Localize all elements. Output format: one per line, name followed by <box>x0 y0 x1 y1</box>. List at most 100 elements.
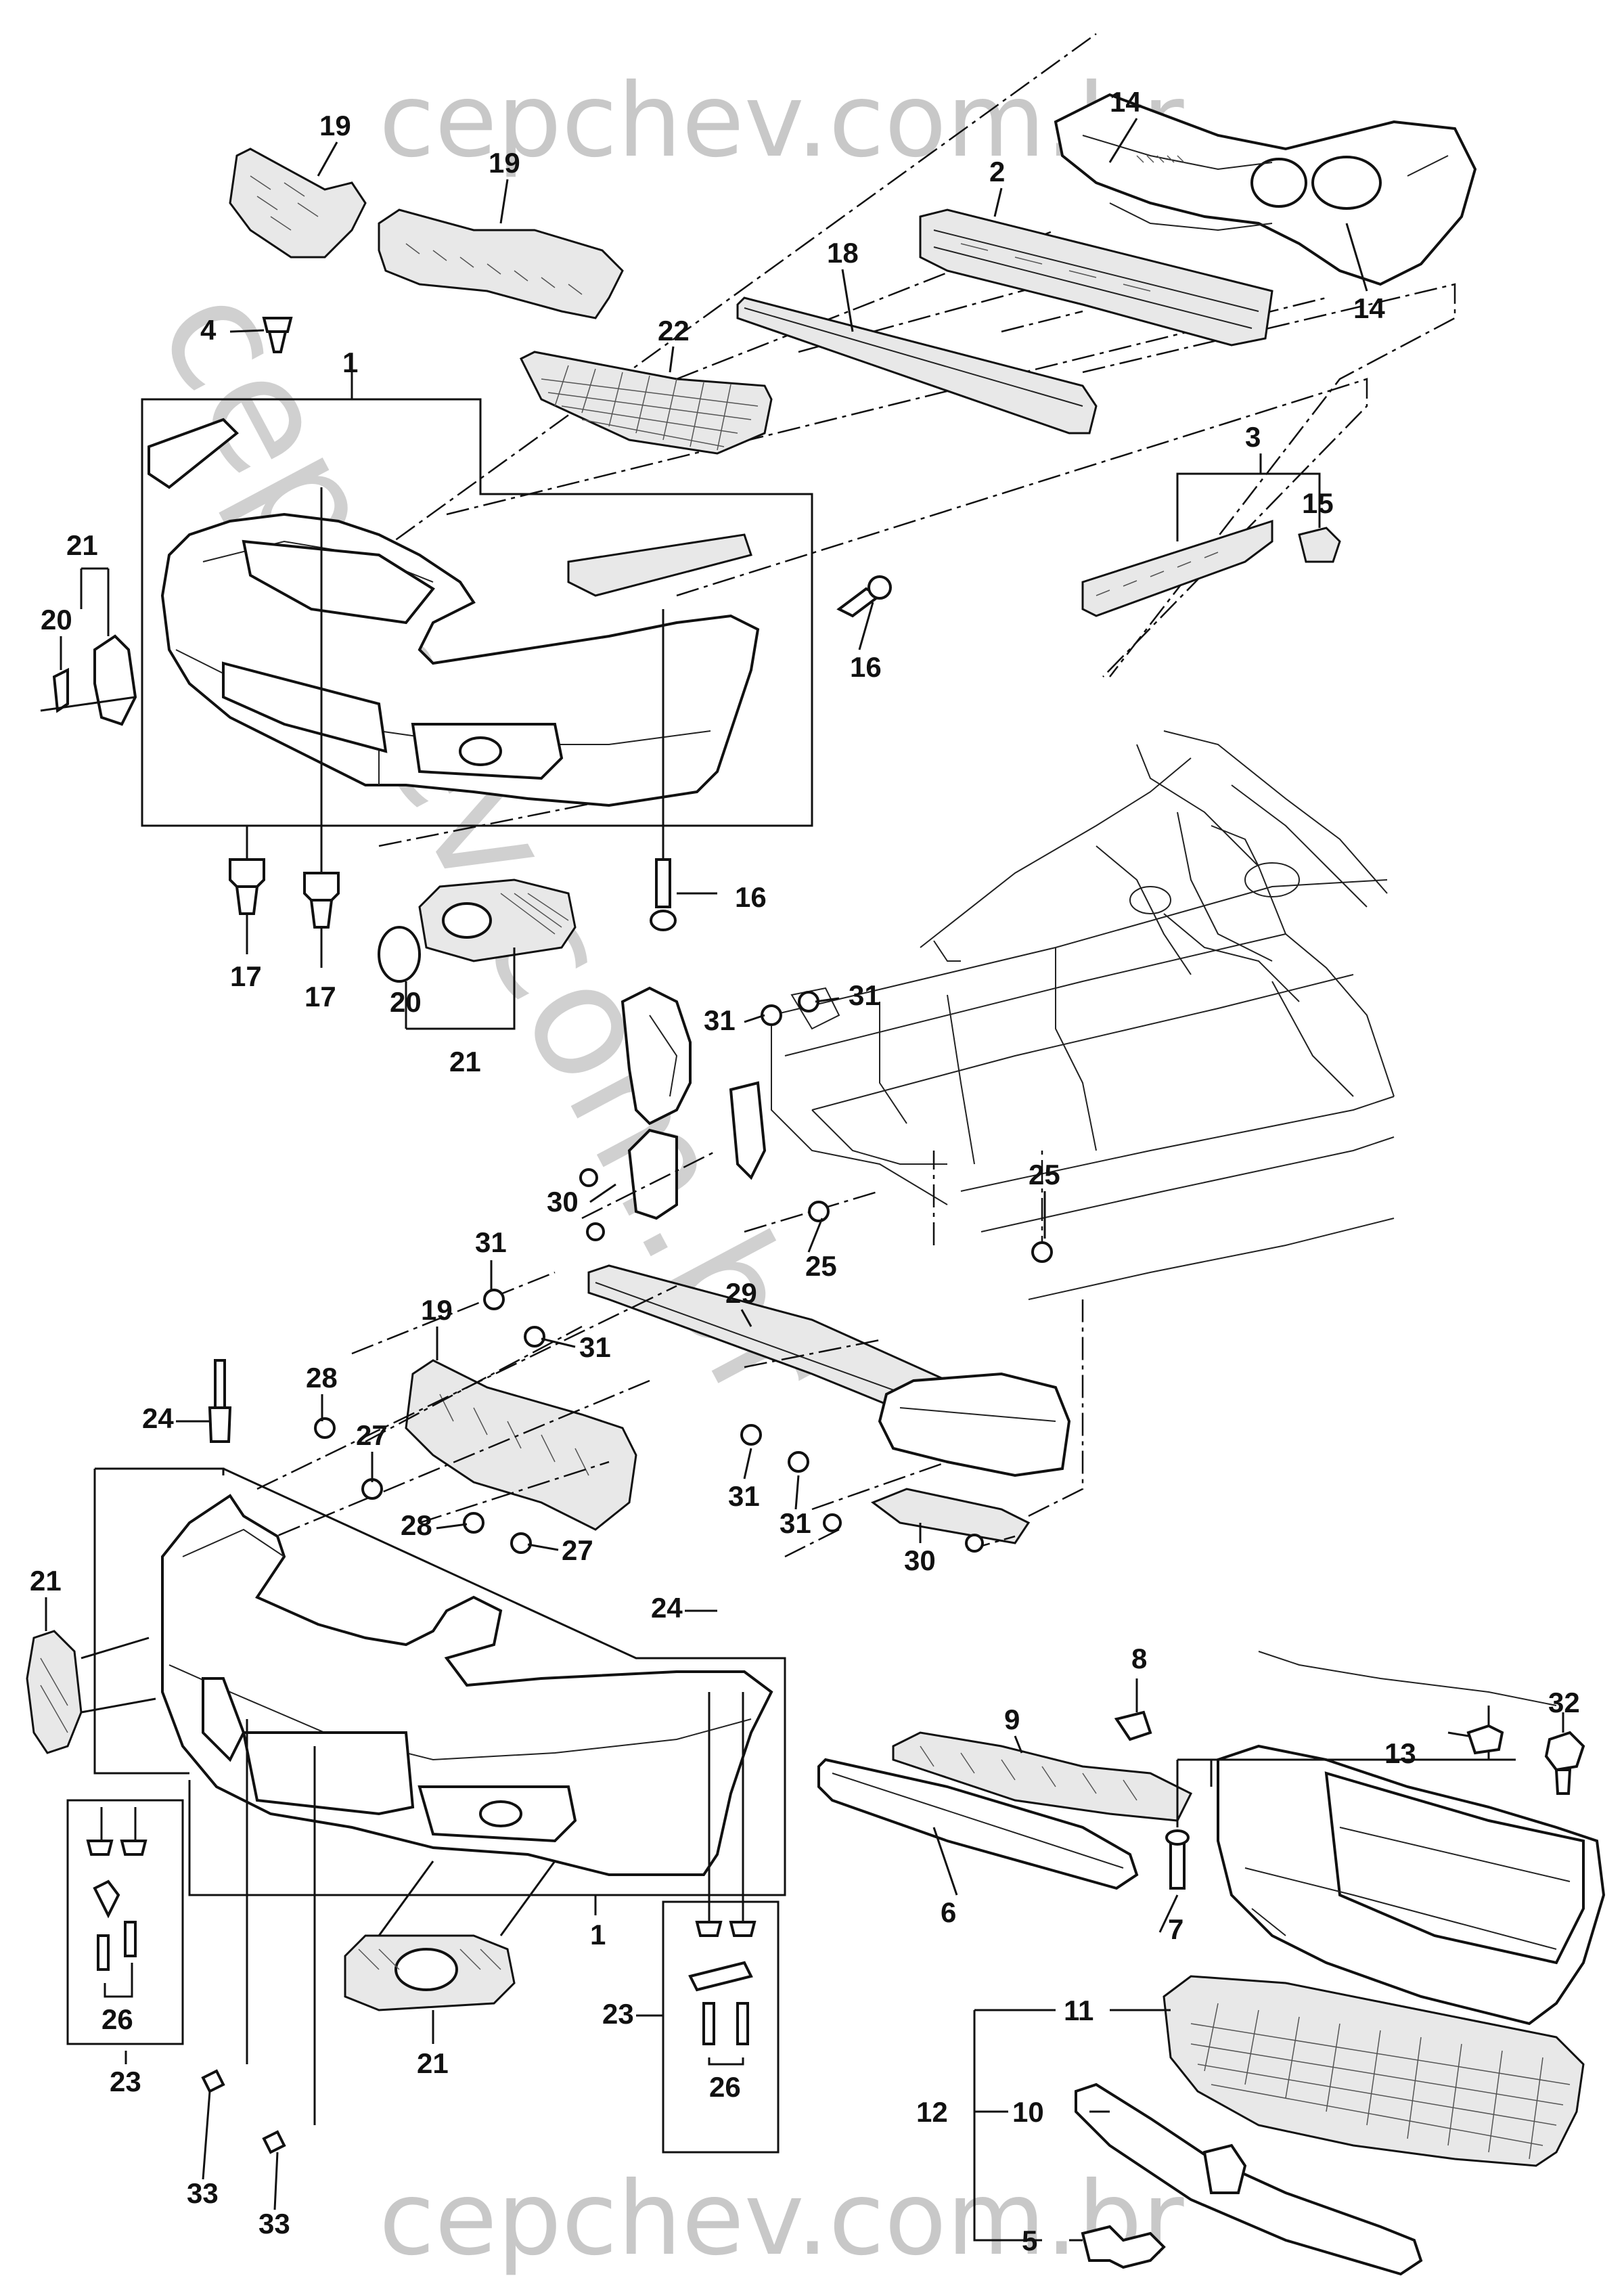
bracket-clip-15 <box>1298 527 1341 563</box>
front-bumper-fascia-upper <box>148 418 760 807</box>
callout-19-top-left: 19 <box>319 110 351 141</box>
callout-21-bottom: 21 <box>417 2047 449 2079</box>
callout-21-fog: 21 <box>449 1046 481 1077</box>
callout-2: 2 <box>989 156 1005 187</box>
leader-lines-mid <box>243 1149 1084 1558</box>
headlamp-right-assembly <box>870 1372 1071 1544</box>
callout-32: 32 <box>1548 1687 1580 1718</box>
callout-23-right: 23 <box>602 1998 634 2030</box>
callout-25-upper: 25 <box>1029 1159 1060 1190</box>
emblem-5 <box>1081 2225 1166 2269</box>
callout-1-bottom: 1 <box>590 1919 606 1951</box>
callout-28-lower: 28 <box>401 1509 432 1541</box>
side-bracket-21-bottom <box>26 1630 156 1754</box>
bolts-middle <box>314 991 1053 1554</box>
push-retainer-17a <box>229 826 265 954</box>
callout-16-upper: 16 <box>850 651 882 683</box>
push-pin-4 <box>262 317 293 353</box>
callout-33-right: 33 <box>258 2208 290 2240</box>
callout-7: 7 <box>1168 1913 1183 1945</box>
callout-8: 8 <box>1131 1643 1147 1674</box>
energy-absorber-strip <box>736 296 1098 435</box>
callout-10: 10 <box>1012 2096 1044 2128</box>
callout-4: 4 <box>200 314 217 346</box>
callout-20-fog: 20 <box>390 986 422 1018</box>
callout-24-right: 24 <box>651 1592 683 1624</box>
callout-14-upper: 14 <box>1110 86 1142 118</box>
bolt-16-lower <box>650 609 717 931</box>
lower-grille <box>519 351 773 455</box>
callout-19-top-right: 19 <box>489 147 520 179</box>
callout-12: 12 <box>916 2096 948 2128</box>
radiator-grille-11 <box>1163 1975 1585 2167</box>
callout-6: 6 <box>941 1896 956 1928</box>
upper-grille-9 <box>892 1731 1193 1822</box>
callout-18: 18 <box>827 237 859 269</box>
bumper-bracket-center <box>405 1359 637 1531</box>
callout-30-right: 30 <box>904 1544 936 1576</box>
watermark-bottom: cepchev.com.br <box>379 2160 1184 2278</box>
callout-21-bottom-left: 21 <box>30 1565 62 1597</box>
headlamp-lower-bracket <box>1081 519 1273 617</box>
callout-19-mid: 19 <box>421 1294 453 1326</box>
callout-1-top: 1 <box>342 347 358 378</box>
headlamp-left-assembly <box>621 986 767 1220</box>
grille-molding-6 <box>817 1758 1139 1890</box>
bolt-7 <box>1165 1760 1190 1890</box>
callout-17-left: 17 <box>230 960 262 992</box>
callout-28-upper: 28 <box>306 1362 338 1394</box>
push-retainer-17b <box>303 487 340 968</box>
fastener-kit-23-right <box>662 1692 780 2154</box>
grille-molding-10 <box>1075 2083 1423 2276</box>
callout-box-1-bottom <box>93 1467 786 1915</box>
callout-30-left: 30 <box>547 1186 579 1218</box>
callout-25-lower: 25 <box>805 1250 837 1282</box>
callout-26-left: 26 <box>102 2003 133 2035</box>
callout-31-b: 31 <box>849 979 880 1011</box>
callout-23-left: 23 <box>110 2066 141 2097</box>
watermark-top: cepchev.com.br <box>379 62 1184 180</box>
radiator-support-assembly <box>1054 93 1477 286</box>
callout-33-left: 33 <box>187 2177 219 2209</box>
callout-15: 15 <box>1302 487 1334 519</box>
callout-31-a: 31 <box>704 1004 736 1036</box>
fog-lamp-bezel-top <box>378 878 577 1030</box>
callout-box-1-top <box>141 359 813 827</box>
callout-21-top-left: 21 <box>66 529 98 561</box>
callout-22: 22 <box>658 315 690 347</box>
callout-17-right: 17 <box>304 981 336 1012</box>
grille-clip-13 <box>1447 1724 1504 1755</box>
callout-27-upper: 27 <box>356 1419 388 1451</box>
front-impact-bar <box>919 208 1273 347</box>
bolts-33 <box>201 1719 316 2154</box>
bolt-8 <box>1114 1678 1152 1741</box>
front-bumper-fascia-lower <box>161 1494 773 1876</box>
callout-11: 11 <box>1064 1995 1093 2026</box>
front-end-installed-view <box>1177 1651 1606 2026</box>
callout-labels: 19 19 14 14 2 18 22 4 1 3 15 21 20 16 16… <box>30 86 1580 2256</box>
callout-16-lower: 16 <box>735 881 767 913</box>
callout-5: 5 <box>1022 2225 1037 2256</box>
callout-14-lower: 14 <box>1353 292 1385 324</box>
callout-26-right: 26 <box>709 2071 741 2103</box>
callout-24-left: 24 <box>142 1402 174 1434</box>
leader-lines-bottom-right <box>973 2009 1171 2242</box>
callout-20-top-left: 20 <box>41 604 72 636</box>
rivet-24-left <box>208 1359 232 1443</box>
callout-31-f: 31 <box>780 1507 811 1539</box>
bolt-16-upper <box>836 575 892 618</box>
callout-31-c: 31 <box>475 1226 507 1258</box>
fog-lamp-bezel-bottom <box>344 1861 556 2011</box>
nut-32 <box>1544 1712 1585 1795</box>
callout-31-d: 31 <box>579 1331 611 1363</box>
side-bracket-21-top <box>40 567 137 726</box>
callout-9: 9 <box>1004 1704 1020 1735</box>
callout-leaders <box>45 118 1368 2210</box>
callout-29: 29 <box>725 1277 757 1309</box>
callout-13: 13 <box>1384 1737 1416 1769</box>
bumper-bracket-upper-right <box>378 208 624 319</box>
bumper-bracket-upper-left <box>229 148 367 259</box>
vehicle-body-structure <box>771 730 1395 1300</box>
callout-27-lower: 27 <box>562 1534 593 1566</box>
